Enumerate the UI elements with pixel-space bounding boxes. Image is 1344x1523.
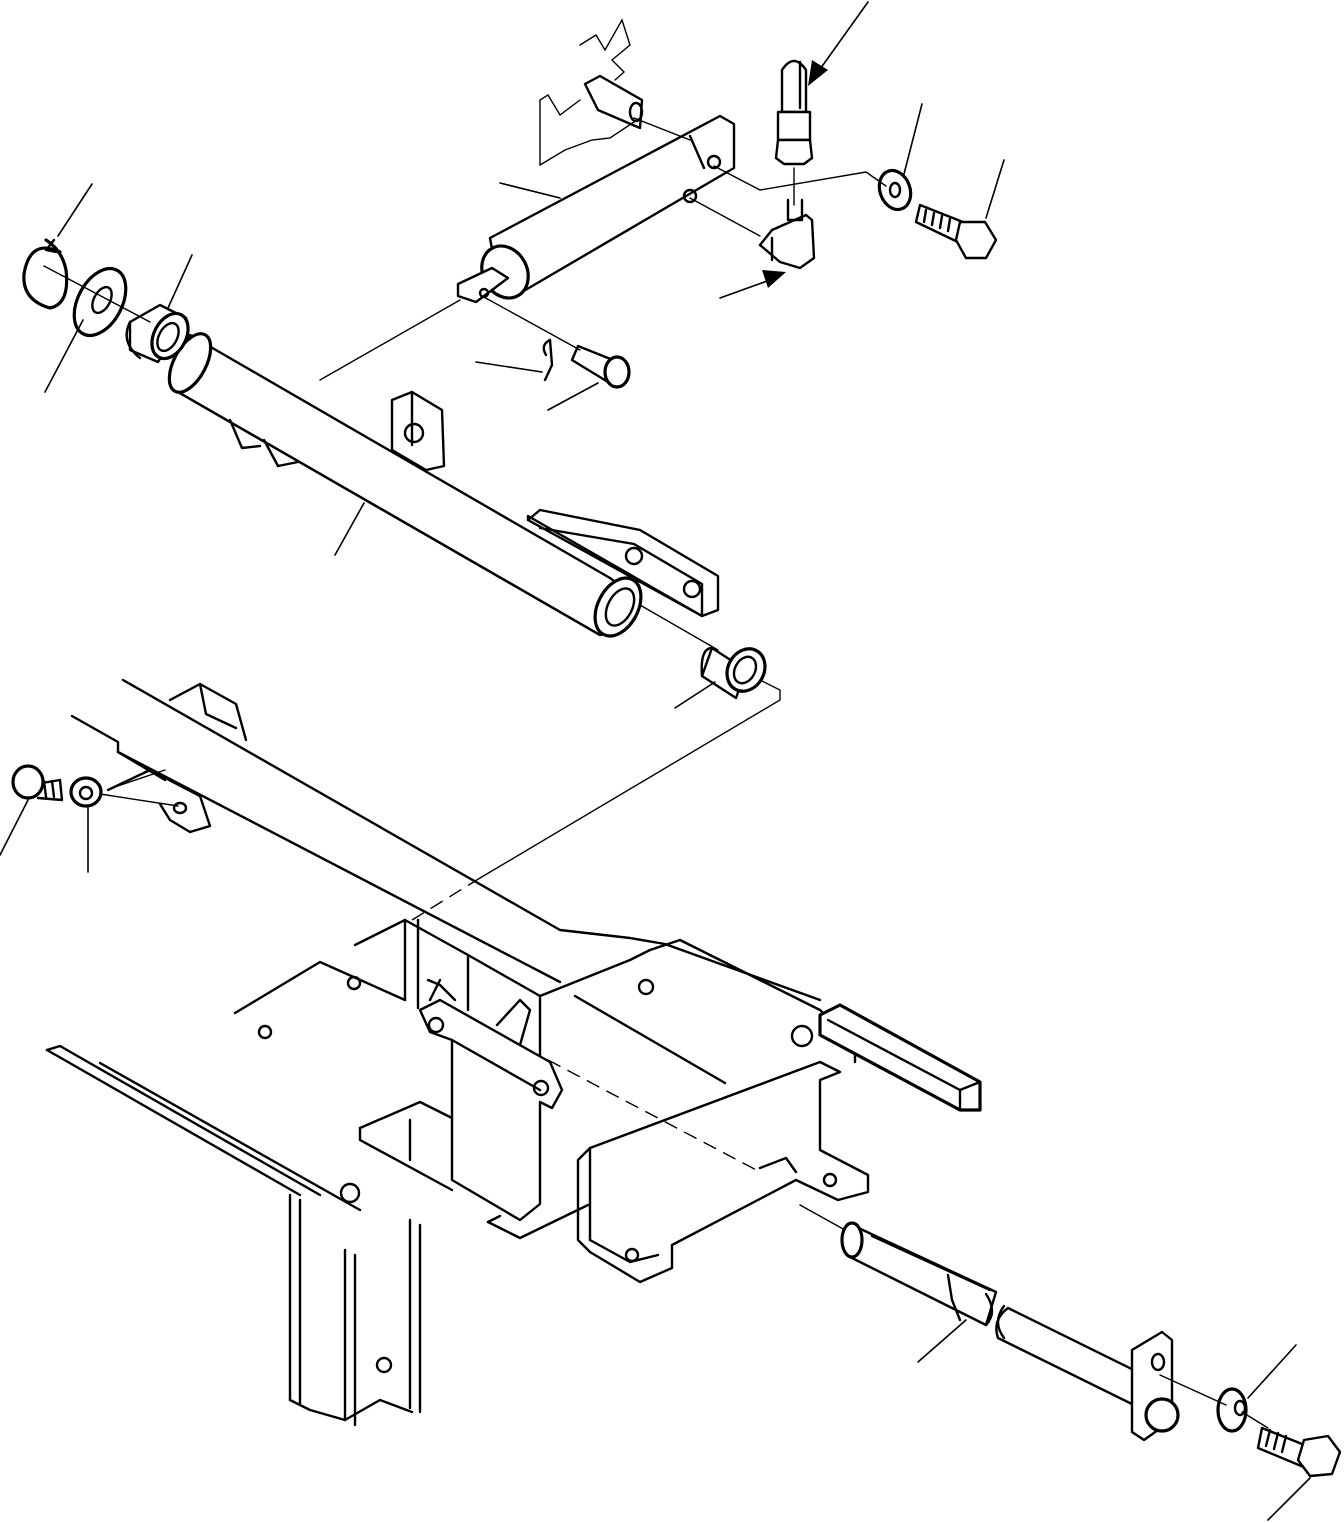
bushing-right xyxy=(700,646,767,700)
snap-ring xyxy=(22,238,69,310)
washer-left xyxy=(72,266,128,338)
arrow-to-grease-fitting xyxy=(808,1,869,86)
nut-left xyxy=(69,776,103,808)
cylinder-mount-bracket xyxy=(539,18,644,166)
elbow-fitting xyxy=(758,198,816,270)
grease-fitting xyxy=(774,59,814,166)
cross-tube xyxy=(167,332,720,638)
bolt-left xyxy=(11,764,64,802)
cylinder xyxy=(456,114,736,304)
bolt-top xyxy=(914,203,998,260)
pivot-shaft xyxy=(840,1221,1180,1442)
washer-top xyxy=(877,168,913,212)
clevis-pin xyxy=(570,344,631,389)
cotter-pin xyxy=(542,338,554,382)
arrow-to-elbow-fitting xyxy=(719,270,786,299)
frame xyxy=(45,678,982,1427)
washer-bottom xyxy=(1216,1387,1248,1433)
assembly-lines xyxy=(43,117,1269,1429)
bolt-bottom xyxy=(1256,1426,1342,1478)
leader-lines xyxy=(0,103,1311,1521)
